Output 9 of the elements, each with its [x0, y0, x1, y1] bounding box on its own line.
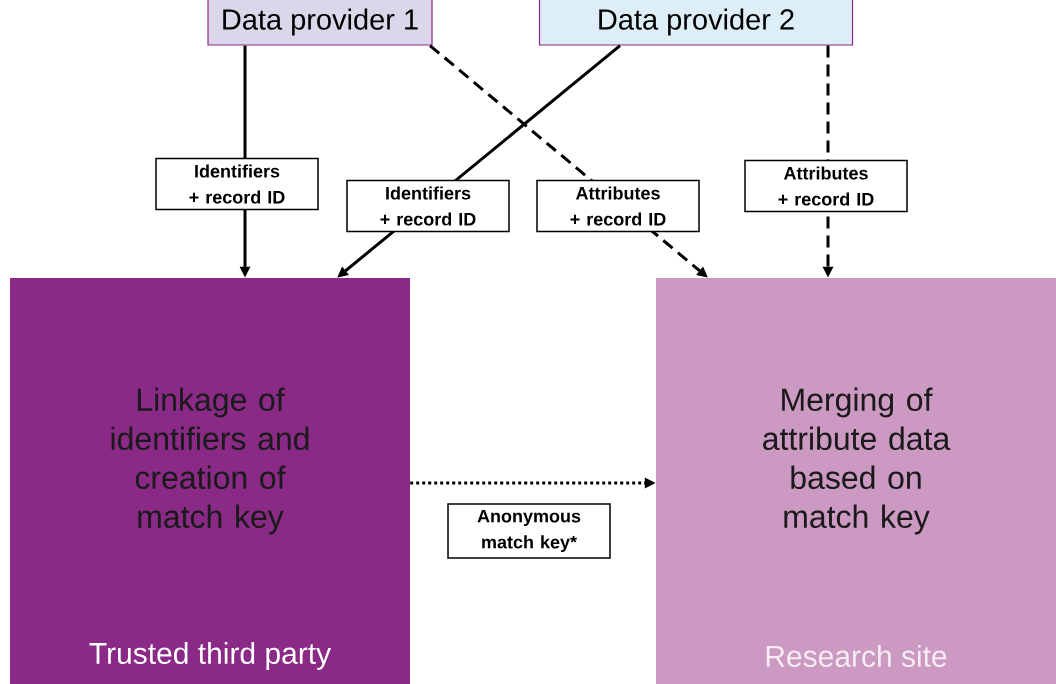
edge-label: Anonymous match key*: [447, 503, 611, 559]
edge-label: Attributes + record ID: [536, 179, 700, 233]
edge-label: Identifiers + record ID: [155, 157, 319, 211]
edge-label: Identifiers + record ID: [346, 179, 510, 233]
edge-label: Attributes + record ID: [744, 159, 908, 213]
process-box: Linkage of identifiers and creation of match key Trusted third party: [10, 278, 410, 684]
process-box: Merging of attribute data based on match key Research site: [656, 278, 1056, 684]
source-box: Data provider 2: [538, 0, 854, 46]
source-box: Data provider 1: [207, 0, 433, 46]
